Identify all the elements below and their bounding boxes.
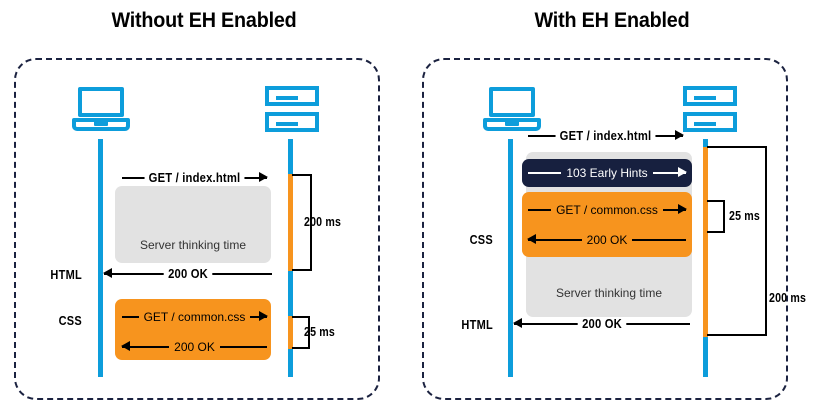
arrow-get-common-css: GET / common.css [528,201,687,219]
arrow-200-ok-html-label: 200 OK [577,317,627,331]
arrow-get-index-html-label: GET / index.html [555,129,656,143]
server-icon [265,86,319,134]
lifeline-seg-busy-css [288,316,293,349]
laptop-trackpad-icon [94,120,108,126]
server-unit-top-icon [265,86,319,106]
arrow-get-index-html: GET / index.html [528,127,684,145]
timing-bracket-200ms-label: 200 ms [769,291,807,305]
lifeline-seg-idle-1 [288,139,293,174]
arrow-get-common-css-label: GET / common.css [551,203,663,217]
timing-bracket-25ms-label: 25 ms [304,325,335,339]
arrow-get-common-css: GET / common.css [122,308,268,326]
arrow-103-early-hints: 103 Early Hints [528,164,687,182]
laptop-screen-icon [78,87,124,117]
arrow-200-ok-css: 200 OK [527,231,686,249]
arrow-200-ok-css: 200 OK [121,338,267,356]
side-label-css: CSS [469,233,493,247]
server-thinking-label: Server thinking time [139,238,247,252]
lifeline-seg-idle-2 [288,271,293,316]
arrow-get-common-css-label: GET / common.css [138,310,251,324]
server-unit-bottom-icon [683,112,737,132]
side-label-css: CSS [58,314,82,328]
side-label-html: HTML [461,318,493,332]
server-unit-top-icon [683,86,737,106]
diagram-card-without-eh [14,58,380,400]
panel-title-without-eh: Without EH Enabled [111,9,297,32]
arrow-200-ok-html-label: 200 OK [163,267,213,281]
laptop-screen-icon [489,87,535,117]
arrow-get-index-html: GET / index.html [122,169,268,187]
server-lifeline [703,139,708,377]
client-lifeline [508,139,513,377]
server-thinking-label: Server thinking time [555,286,663,300]
panel-without-eh: Without EH Enabled Server thinking time … [14,9,380,400]
arrow-200-ok-html: 200 OK [103,265,272,283]
arrow-200-ok-css-label: 200 OK [581,233,633,247]
panel-with-eh: With EH Enabled Server thinking time GET… [408,0,816,416]
lifeline-seg-busy-html [288,174,293,271]
server-icon [683,86,737,134]
server-thinking-box: Server thinking time [115,186,271,263]
lifeline-seg-idle-2 [703,337,708,377]
arrow-200-ok-html: 200 OK [513,315,690,333]
diagram-card-with-eh [422,58,788,400]
laptop-trackpad-icon [505,120,519,126]
lifeline-seg-idle-1 [703,139,708,147]
laptop-icon [72,87,130,131]
panel-title-with-eh: With EH Enabled [534,9,690,32]
arrow-200-ok-css-label: 200 OK [169,340,220,354]
arrow-get-index-html-label: GET / index.html [144,171,245,185]
laptop-icon [483,87,541,131]
client-lifeline [98,139,103,377]
server-lifeline [288,139,293,377]
timing-bracket-25ms-label: 25 ms [729,209,760,223]
side-label-html: HTML [50,268,82,282]
arrow-103-early-hints-label: 103 Early Hints [561,166,653,180]
lifeline-seg-idle-3 [288,349,293,377]
timing-bracket-200ms-label: 200 ms [304,215,342,229]
server-unit-bottom-icon [265,112,319,132]
lifeline-seg-busy [703,147,708,337]
